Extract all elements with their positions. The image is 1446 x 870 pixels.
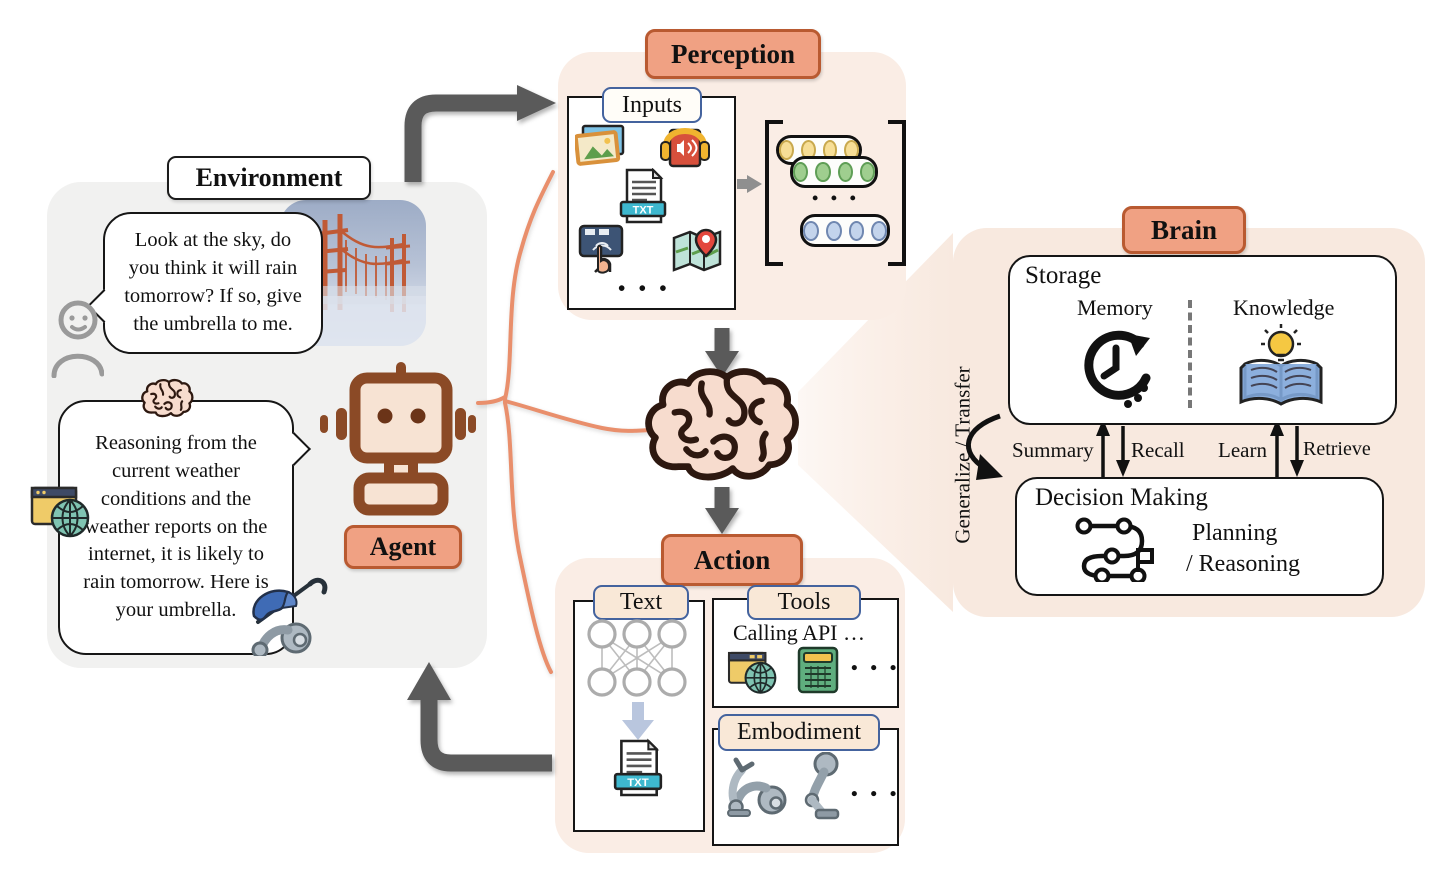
tokens-ellipsis: • • • (812, 188, 860, 208)
text-file-input-icon: TXT (617, 168, 669, 224)
knowledge-icon (1237, 322, 1325, 406)
memory-label: Memory (1077, 295, 1153, 320)
planning-path-icon (1072, 514, 1158, 582)
txt-badge: TXT (627, 777, 649, 789)
action-title: Action (661, 534, 803, 586)
robot-arm-icon (722, 756, 788, 818)
reasoning-label: / Reasoning (1186, 551, 1300, 577)
small-brain-icon (140, 378, 196, 420)
central-brain-icon (641, 368, 807, 486)
knowledge-label: Knowledge (1233, 295, 1335, 320)
recall-label: Recall (1131, 438, 1185, 462)
brain-title-label: Brain (1150, 214, 1217, 245)
environment-title-label: Environment (195, 163, 343, 192)
decision-making-label: Decision Making (1035, 484, 1208, 511)
retrieve-label: Retrieve (1303, 438, 1371, 460)
inputs-tag: Inputs (602, 87, 702, 123)
calculator-tool-icon (795, 646, 841, 694)
inputs-tag-label: Inputs (622, 91, 682, 118)
robot-leg-icon (792, 752, 844, 822)
storage-panel (1008, 255, 1397, 425)
neural-network-icon (582, 618, 692, 698)
robot-agent-icon (308, 362, 476, 520)
images-input-icon (575, 124, 627, 168)
action-title-label: Action (693, 544, 771, 575)
token-row-blue (800, 214, 890, 247)
touch-input-icon (576, 222, 626, 278)
down-arrow-icon (622, 702, 654, 740)
tools-ellipsis: • • • (851, 658, 901, 679)
inputs-ellipsis: • • • (618, 276, 671, 300)
perception-title: Perception (645, 29, 821, 79)
embodiment-tag: Embodiment (718, 714, 880, 751)
embodiment-ellipsis: • • • (851, 784, 901, 805)
decision-making-panel (1015, 477, 1384, 596)
browser-tool-icon (725, 648, 781, 696)
tools-caption: Calling API … (733, 620, 866, 645)
storage-divider (1188, 300, 1192, 408)
summary-label: Summary (1012, 438, 1094, 462)
user-bubble-text: Look at the sky, do you think it will ra… (124, 229, 302, 335)
person-icon (48, 298, 104, 378)
learn-label: Learn (1218, 438, 1267, 462)
map-input-icon (670, 224, 724, 272)
token-bracket-left (765, 120, 783, 266)
audio-input-icon (658, 118, 712, 170)
txt-badge: TXT (633, 205, 654, 217)
agent-bubble-text: Reasoning from the current weather condi… (83, 431, 269, 622)
internet-browser-icon (30, 482, 92, 540)
perception-title-label: Perception (671, 38, 795, 69)
brain-title: Brain (1122, 206, 1246, 254)
text-tag: Text (593, 585, 689, 620)
memory-icon (1080, 326, 1156, 408)
umbrella-robot-hand-icon (240, 570, 328, 656)
planning-label: Planning (1192, 520, 1278, 546)
text-tag-label: Text (619, 589, 663, 615)
storage-label: Storage (1025, 262, 1102, 289)
token-bracket-right (888, 120, 906, 266)
agent-title: Agent (344, 525, 462, 569)
environment-title: Environment (167, 156, 371, 200)
agent-title-label: Agent (369, 532, 437, 561)
tools-tag: Tools (747, 585, 861, 620)
token-row-green (790, 156, 878, 188)
txt-file-icon: TXT (611, 738, 665, 798)
embodiment-tag-label: Embodiment (737, 719, 861, 745)
user-speech-bubble: Look at the sky, do you think it will ra… (87, 212, 323, 354)
tools-tag-label: Tools (777, 589, 831, 615)
